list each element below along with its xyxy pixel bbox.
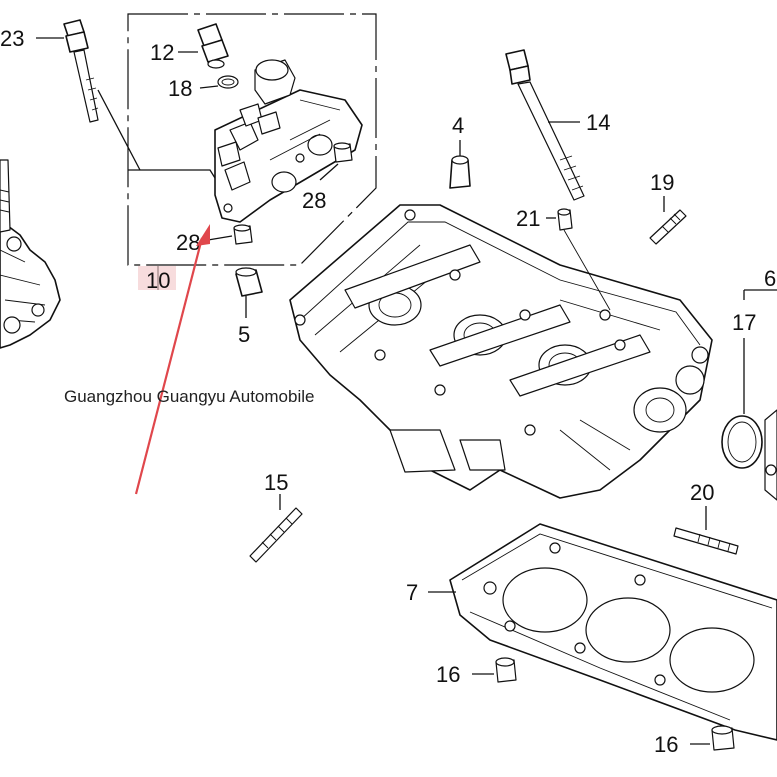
head-bolt-14 xyxy=(505,49,585,201)
callout-4: 4 xyxy=(452,113,464,138)
watermark-text: Guangzhou Guangyu Automobile xyxy=(64,387,314,406)
callout-28-bottom: 28 xyxy=(176,230,200,255)
plug-5 xyxy=(235,267,263,297)
callout-10: 10 xyxy=(146,268,170,293)
dowel-21 xyxy=(557,208,611,311)
callout-17: 17 xyxy=(732,310,756,335)
oil-pressure-switch-12 xyxy=(197,23,229,69)
callout-15: 15 xyxy=(264,470,288,495)
cylinder-head xyxy=(289,204,713,499)
red-arrow-icon xyxy=(134,224,210,495)
callout-28-right: 28 xyxy=(302,188,326,213)
left-partial-assembly xyxy=(0,159,61,349)
callout-20: 20 xyxy=(690,480,714,505)
highlight-part-10 xyxy=(138,266,176,290)
callout-12: 12 xyxy=(150,40,174,65)
callout-14: 14 xyxy=(586,110,610,135)
callout-16-bottom: 16 xyxy=(654,732,678,757)
stud-20 xyxy=(673,527,739,555)
right-partial-part xyxy=(764,409,777,501)
callout-19: 19 xyxy=(650,170,674,195)
spool-valve-assembly xyxy=(214,59,363,223)
plug-4 xyxy=(449,155,471,189)
stud-15 xyxy=(249,507,303,563)
dowel-collar-28-bottom xyxy=(233,224,253,245)
o-ring-18 xyxy=(217,75,239,89)
callout-23: 23 xyxy=(0,26,24,51)
bolt-23 xyxy=(63,19,99,123)
callout-16-mid: 16 xyxy=(436,662,460,687)
dowel-collar-28-right xyxy=(333,142,353,163)
stud-19 xyxy=(649,209,687,245)
callout-18: 18 xyxy=(168,76,192,101)
dowel-16-bottom xyxy=(711,725,735,751)
callout-5: 5 xyxy=(238,322,250,347)
head-gasket-7 xyxy=(449,523,777,741)
dowel-16-mid xyxy=(495,657,517,683)
callout-6: 6 xyxy=(764,266,776,291)
o-ring-17 xyxy=(721,415,763,469)
vtc-solenoid-group-box xyxy=(97,13,377,266)
callout-21: 21 xyxy=(516,206,540,231)
callout-7: 7 xyxy=(406,580,418,605)
